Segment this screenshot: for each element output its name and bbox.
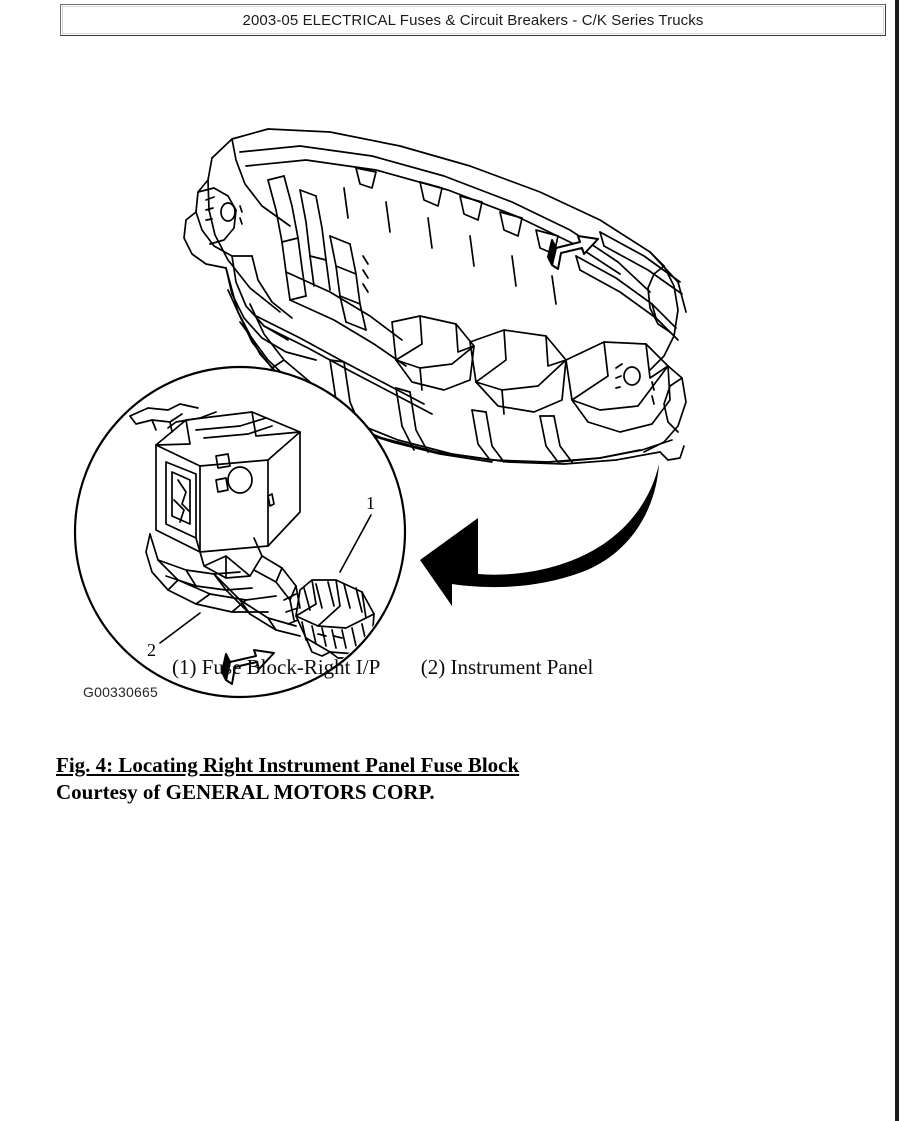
caption-courtesy: Courtesy of GENERAL MOTORS CORP. — [56, 780, 435, 804]
zoom-callout-arrow — [420, 464, 659, 606]
graphic-id-label: G00330665 — [83, 684, 158, 700]
legend-item-2: (2) Instrument Panel — [420, 655, 594, 679]
page-title: 2003-05 ELECTRICAL Fuses & Circuit Break… — [242, 11, 704, 29]
caption-title: Fig. 4: Locating Right Instrument Panel … — [56, 753, 520, 777]
figure-legend: (1) Fuse Block-Right I/P (2) Instrument … — [172, 655, 772, 685]
callout-number-2: 2 — [147, 640, 156, 660]
legend-item-1: (1) Fuse Block-Right I/P — [172, 655, 381, 679]
callout-leaders — [159, 514, 372, 644]
instrument-panel-diagram-svg: 1 2 — [73, 128, 687, 699]
orientation-arrow-detail — [221, 649, 275, 685]
fuse-block-body — [295, 579, 375, 659]
callout-numbers: 1 2 — [147, 493, 375, 660]
page-right-border — [895, 0, 899, 1121]
page-header-inner: 2003-05 ELECTRICAL Fuses & Circuit Break… — [62, 6, 884, 34]
fuse-block-detail-drawing — [129, 403, 375, 659]
figure-caption: Fig. 4: Locating Right Instrument Panel … — [56, 752, 756, 805]
detail-circle-group — [73, 365, 407, 699]
figure-illustration: 1 2 — [0, 60, 895, 720]
orientation-arrow-top — [547, 235, 599, 270]
callout-number-1: 1 — [366, 493, 375, 513]
